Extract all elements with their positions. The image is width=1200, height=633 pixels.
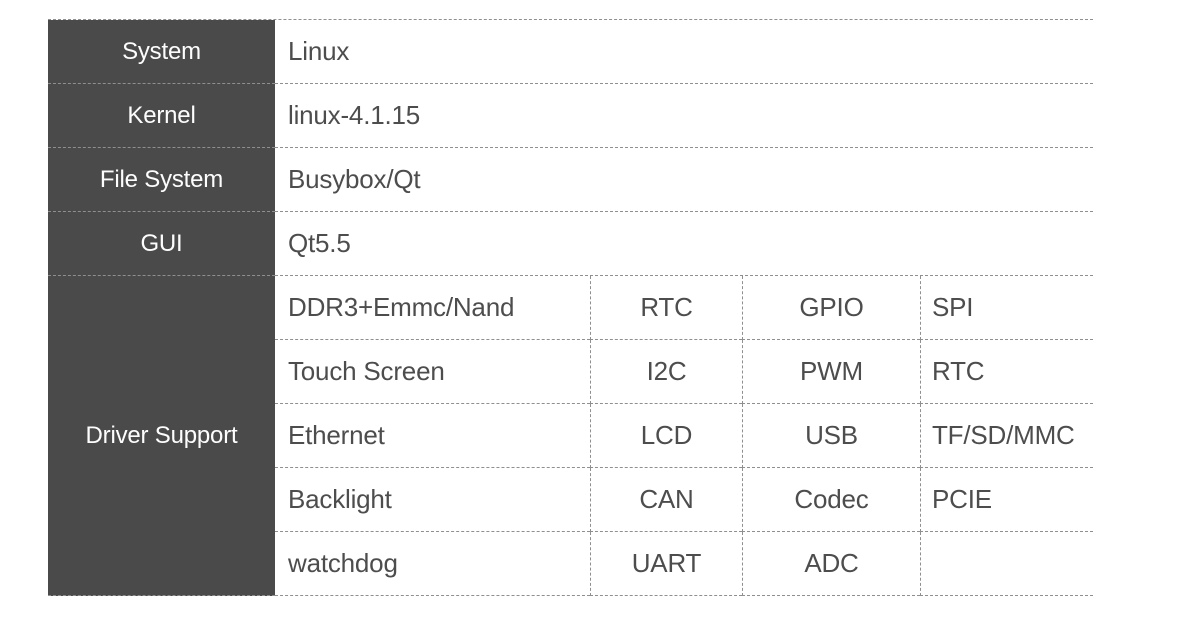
driver-cell: RTC (590, 276, 742, 340)
driver-cell: GPIO (742, 276, 920, 340)
driver-cell: SPI (920, 276, 1093, 340)
driver-cell: watchdog (275, 532, 590, 596)
driver-cell: CAN (590, 468, 742, 532)
driver-cell: RTC (920, 340, 1093, 404)
driver-cell: ADC (742, 532, 920, 596)
row-label-driver-support: Driver Support (48, 276, 275, 596)
driver-cell: UART (590, 532, 742, 596)
row-value-kernel: linux-4.1.15 (275, 84, 1093, 148)
driver-cell: Ethernet (275, 404, 590, 468)
driver-cell: Touch Screen (275, 340, 590, 404)
driver-cell: USB (742, 404, 920, 468)
row-label-gui: GUI (48, 212, 275, 276)
row-value-file-system: Busybox/Qt (275, 148, 1093, 212)
row-value-gui: Qt5.5 (275, 212, 1093, 276)
driver-cell: I2C (590, 340, 742, 404)
driver-cell: TF/SD/MMC (920, 404, 1093, 468)
row-label-file-system: File System (48, 148, 275, 212)
row-label-system: System (48, 20, 275, 84)
spec-table: System Linux Kernel linux-4.1.15 File Sy… (48, 19, 1093, 596)
row-label-kernel: Kernel (48, 84, 275, 148)
driver-cell-empty (920, 532, 1093, 596)
driver-cell: PWM (742, 340, 920, 404)
driver-cell: LCD (590, 404, 742, 468)
driver-cell: Codec (742, 468, 920, 532)
driver-cell: PCIE (920, 468, 1093, 532)
driver-cell: Backlight (275, 468, 590, 532)
row-value-system: Linux (275, 20, 1093, 84)
driver-cell: DDR3+Emmc/Nand (275, 276, 590, 340)
